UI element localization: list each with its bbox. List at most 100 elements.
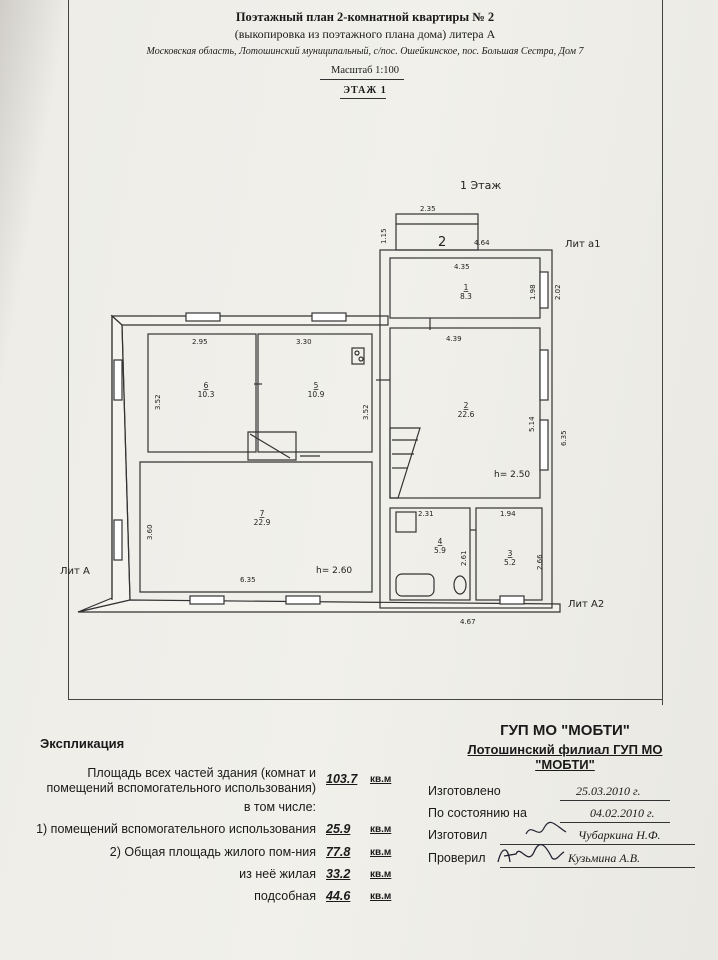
floor-plan: 1 Этаж 2 Лит а1 Лит А Лит А2 2.35 1.15 4…: [60, 179, 604, 626]
room-number: 6: [204, 381, 209, 390]
dim-label: 1.94: [500, 510, 516, 518]
window: [539, 349, 549, 401]
explication-label-line2: помещений вспомогательного использования…: [46, 781, 316, 795]
dim-label: 6.35: [560, 430, 568, 446]
dim-label: 1.98: [529, 284, 537, 300]
window: [539, 419, 549, 471]
scale-rule: [320, 79, 404, 80]
address-line: Московская область, Лотошинский муниципа…: [146, 46, 584, 57]
stove-mark: [351, 347, 365, 365]
room-area: 5.9: [434, 546, 446, 555]
room-7-outline: [139, 461, 373, 593]
lit-a-label: Лит А: [60, 566, 90, 577]
apartment-number: 2: [438, 235, 446, 250]
explication-title: Экспликация: [40, 736, 125, 751]
explication-label-line1: 2) Общая площадь жилого пом-ния: [109, 845, 316, 859]
explication-unit: кв.м: [370, 847, 392, 858]
frame-right-line: [662, 0, 663, 705]
stair-room-2: [389, 427, 421, 499]
checked-value: Кузьмина А.В.: [568, 851, 641, 865]
window: [185, 312, 221, 322]
dim-label: 2.61: [460, 550, 468, 566]
explication-value: 103.7: [326, 772, 358, 786]
made-label: Изготовлено: [428, 784, 501, 798]
explication-value: 25.9: [326, 822, 351, 836]
dim-label: 4.39: [446, 335, 462, 343]
bathtub: [395, 573, 435, 597]
shower: [395, 511, 417, 533]
explication-unit: кв.м: [370, 869, 392, 880]
frame-bottom-line: [68, 699, 663, 700]
porch-outline: [395, 213, 479, 251]
explication-label-line1: подсобная: [254, 889, 316, 903]
room-number: 5: [314, 381, 319, 390]
organization-branch-line1: Лотошинский филиал ГУП МО: [467, 742, 663, 757]
dim-label: 3.52: [362, 404, 370, 420]
explication-unit: кв.м: [370, 774, 392, 785]
scale-label: Масштаб 1:100: [330, 65, 399, 76]
room-number: 1: [464, 283, 469, 292]
explication-value: 44.6: [326, 889, 351, 903]
explication-label: из неё жилая: [10, 867, 316, 882]
room-area: 8.3: [460, 292, 472, 301]
explication-label-line1: в том числе:: [243, 800, 316, 814]
checked-label: Проверил: [428, 851, 486, 865]
room-area: 22.9: [254, 518, 271, 527]
window: [499, 595, 525, 605]
lit-a1-label: Лит а1: [565, 239, 601, 250]
window: [189, 595, 225, 605]
dim-label: 4.35: [454, 263, 470, 271]
explication-unit: кв.м: [370, 891, 392, 902]
dim-label: 2.66: [536, 554, 544, 570]
stair-block: [247, 431, 297, 461]
explication-label-line1: 1) помещений вспомогательного использова…: [36, 822, 316, 836]
window: [311, 312, 347, 322]
floor-label: ЭТАЖ 1: [343, 85, 387, 96]
explication-unit: кв.м: [370, 824, 392, 835]
room-area: 5.2: [504, 558, 516, 567]
room-number: 7: [260, 509, 265, 518]
made-underline: [560, 800, 670, 801]
page-subtitle: (выкопировка из поэтажного плана дома) л…: [234, 27, 496, 41]
signature-1: [525, 821, 567, 835]
room-6-outline: [147, 333, 257, 453]
state-label: По состоянию на: [428, 806, 527, 820]
page-title: Поэтажный план 2-комнатной квартиры № 2: [235, 10, 495, 24]
room-number: 2: [464, 401, 469, 410]
checked-underline: [500, 867, 695, 868]
state-value: 04.02.2010 г.: [590, 806, 655, 820]
window: [285, 595, 321, 605]
room-area: 22.6: [458, 410, 475, 419]
dim-label: 3.60: [146, 524, 154, 540]
outer-wall: [110, 315, 389, 326]
dim-label: 3.52: [154, 394, 162, 410]
floor-plan-label: 1 Этаж: [460, 179, 501, 192]
signature-2: [497, 843, 565, 863]
room-number: 4: [438, 537, 443, 546]
lit-a2-label: Лит А2: [568, 599, 604, 610]
dim-label: 4.64: [474, 239, 490, 247]
room-4-outline: [389, 507, 471, 601]
explication-value: 77.8: [326, 845, 351, 859]
explication-label: 2) Общая площадь жилого пом-ния: [10, 845, 316, 860]
dim-label: 3.30: [296, 338, 312, 346]
organization-name: ГУП МО "МОБТИ": [500, 722, 630, 739]
left-inner-wall: [121, 324, 131, 601]
state-underline: [560, 822, 670, 823]
dim-label: 4.67: [460, 618, 476, 626]
explication-label: в том числе:: [10, 800, 316, 815]
window: [113, 519, 123, 561]
explication-label-line1: из неё жилая: [239, 867, 316, 881]
organization-branch-line2: "МОБТИ": [535, 757, 595, 772]
room-5-outline: [257, 333, 373, 453]
room-area: 10.9: [308, 390, 325, 399]
dim-label: 2.95: [192, 338, 208, 346]
dim-label: 5.14: [528, 416, 536, 432]
dim-label: 6.35: [240, 576, 256, 584]
room-area: 10.3: [198, 390, 215, 399]
height-label: h= 2.60: [316, 566, 352, 576]
prepared-label: Изготовил: [428, 828, 488, 842]
floor-rule: [340, 98, 386, 99]
explication-label: подсобная: [10, 889, 316, 904]
